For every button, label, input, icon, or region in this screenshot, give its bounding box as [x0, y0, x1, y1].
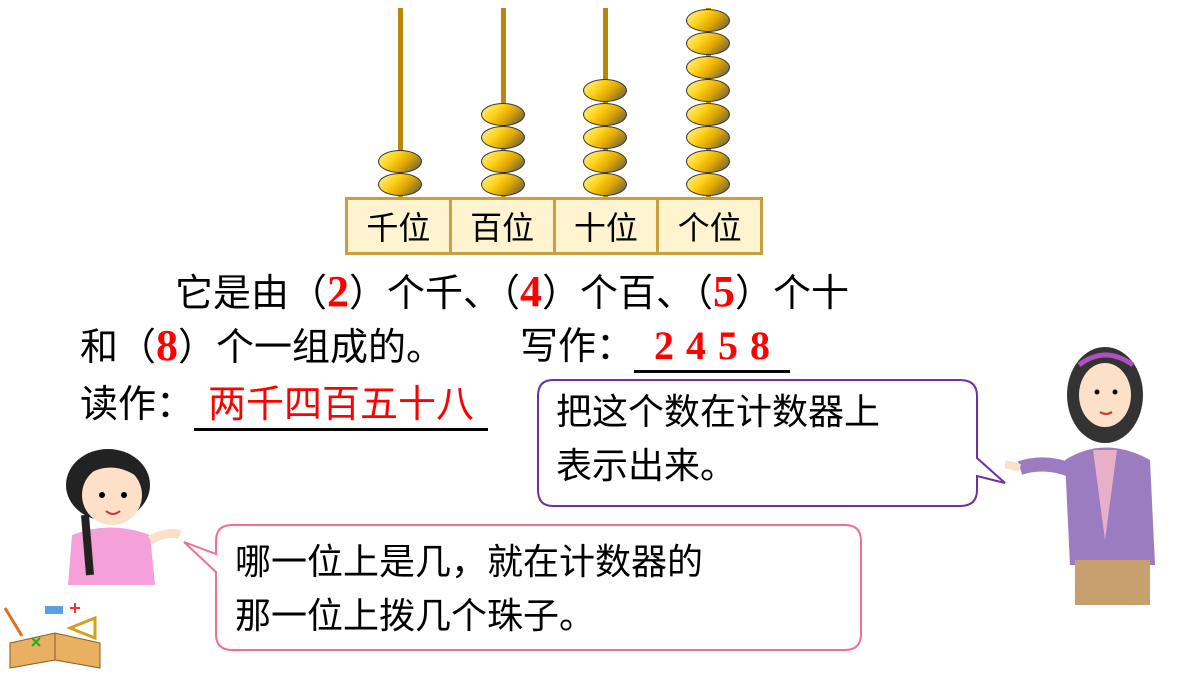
write-digit: 5 — [718, 323, 739, 368]
text: 和（ — [80, 325, 157, 369]
text: 把这个数在计数器上 — [556, 392, 881, 433]
abacus-bead — [481, 102, 525, 126]
text: ）个百、（ — [542, 271, 714, 315]
text: ）个千、（ — [349, 271, 521, 315]
abacus-bead — [686, 79, 730, 102]
abacus-bead — [378, 173, 422, 196]
abacus-bead — [686, 102, 730, 126]
text: 表示出来。 — [556, 446, 737, 487]
text: 哪一位上是几，就在计数器的 — [235, 542, 704, 583]
read-underline: 两千四百五十八 — [194, 380, 489, 431]
composition-line1: 它是由（2）个千、（4）个百、（5）个十 — [175, 268, 849, 317]
answer-tens: 5 — [713, 267, 736, 316]
write-label: 写作： — [520, 324, 635, 368]
write-digit: 2 — [654, 323, 675, 368]
write-digit: 4 — [686, 323, 707, 368]
stationery-illustration — [3, 603, 101, 669]
abacus-bead — [378, 149, 422, 173]
text: ）个一组成的。 — [178, 325, 445, 369]
abacus-bead — [686, 8, 730, 32]
answer-ones: 8 — [156, 321, 179, 370]
abacus-bead — [481, 126, 525, 149]
text: 它是由（ — [175, 271, 328, 315]
read-answer: 两千四百五十八 — [208, 382, 475, 426]
text: 那一位上拨几个珠子。 — [235, 596, 596, 637]
abacus-bead — [583, 102, 627, 126]
abacus-place-labels: 千位 百位 十位 个位 — [345, 197, 763, 255]
abacus-bead — [686, 32, 730, 55]
abacus-bead — [686, 126, 730, 149]
place-ones: 个位 — [677, 209, 742, 247]
place-tens: 十位 — [556, 200, 660, 252]
composition-line2: 和（8）个一组成的。 — [80, 322, 444, 371]
abacus-bead — [686, 149, 730, 173]
abacus-rod — [398, 8, 403, 198]
abacus-bead — [583, 173, 627, 196]
abacus-bead — [583, 79, 627, 102]
abacus-bead — [481, 149, 525, 173]
teacher-illustration — [1005, 347, 1155, 605]
abacus-bead — [583, 126, 627, 149]
place-thousands: 千位 — [348, 200, 452, 252]
answer-thousands: 2 — [327, 267, 350, 316]
teacher-bubble-text: 把这个数在计数器上 表示出来。 — [556, 386, 880, 494]
abacus-bead — [583, 149, 627, 173]
answer-hundreds: 4 — [520, 267, 543, 316]
teacher-bubble-shape — [537, 379, 1006, 507]
place-hundreds: 百位 — [452, 200, 556, 252]
write-digit: 8 — [750, 323, 771, 368]
abacus-bead — [686, 173, 730, 196]
read-label: 读作： — [80, 382, 195, 426]
read-line: 读作： 两千四百五十八 — [80, 380, 489, 431]
girl-bubble-shape — [183, 524, 862, 651]
abacus-bead — [481, 173, 525, 196]
girl-bubble-text: 哪一位上是几，就在计数器的 那一位上拨几个珠子。 — [235, 536, 703, 644]
text: ）个十 — [735, 271, 850, 315]
girl-illustration — [66, 449, 183, 585]
abacus-bead — [686, 55, 730, 79]
